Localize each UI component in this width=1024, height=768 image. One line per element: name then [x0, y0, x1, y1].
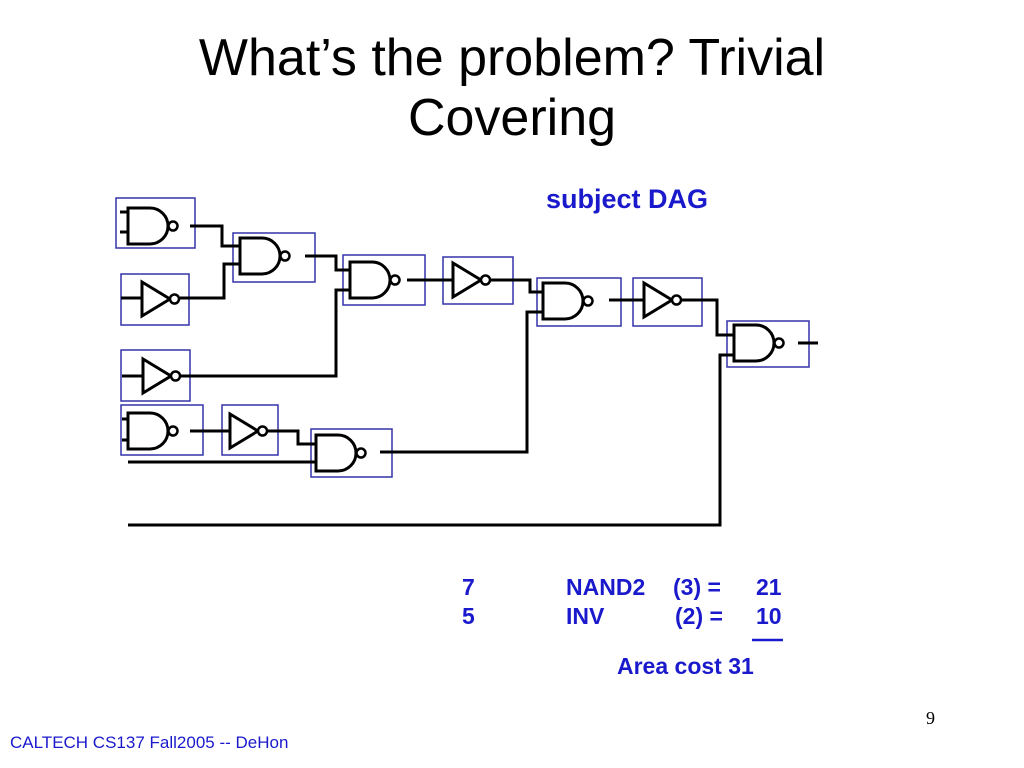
wire-k-to-l — [268, 429, 316, 446]
cost-row-2-count: 5 — [462, 603, 475, 629]
wire-a-to-c — [190, 224, 240, 248]
cost-row-1-unit: (3) = — [673, 574, 721, 600]
nand-gate-h — [732, 323, 785, 363]
wire-i-to-d — [180, 288, 350, 378]
inv-gate-e — [451, 261, 492, 299]
nand-gate-f — [541, 281, 594, 321]
cost-row-2-unit: (2) = — [675, 603, 723, 629]
cost-row-2-total: 10 — [756, 603, 782, 629]
cover-box-nand-f — [536, 277, 622, 327]
wire-e-to-f — [490, 278, 543, 294]
slide-title: What’s the problem? Trivial Covering — [0, 28, 1024, 148]
inv-gate-b — [140, 280, 181, 318]
cost-row-2-gate: INV — [566, 603, 605, 629]
wire-b-to-c — [180, 262, 240, 300]
footer-credit: CALTECH CS137 Fall2005 -- DeHon — [10, 733, 289, 752]
cost-row-1-count: 7 — [462, 574, 475, 600]
nand-gate-j — [126, 411, 179, 451]
inv-gate-i — [141, 357, 182, 395]
subject-dag-label: subject DAG — [546, 184, 709, 214]
wire-g-to-h — [681, 298, 734, 337]
wires — [120, 210, 818, 527]
nand-gate-a — [126, 206, 179, 246]
cover-box-nand-a — [115, 197, 196, 249]
cover-boxes — [115, 197, 810, 478]
page-number: 9 — [926, 708, 935, 728]
title-line-2: Covering — [407, 89, 617, 147]
cost-row-1-total: 21 — [756, 574, 782, 600]
cover-box-inv-g — [632, 277, 703, 327]
wire-in-to-h — [128, 353, 734, 527]
area-cost-total: Area cost 31 — [617, 653, 754, 679]
wire-c-to-d — [305, 254, 350, 272]
title-line-1: What’s the problem? Trivial — [198, 29, 826, 87]
nand-gate-d — [348, 260, 401, 300]
inv-gate-k — [228, 412, 269, 450]
cost-row-1-gate: NAND2 — [566, 574, 646, 600]
wire-l-to-f — [380, 310, 543, 454]
inv-gate-g — [642, 281, 683, 319]
nand-gate-c — [238, 236, 291, 276]
nand-gate-l — [314, 433, 367, 473]
